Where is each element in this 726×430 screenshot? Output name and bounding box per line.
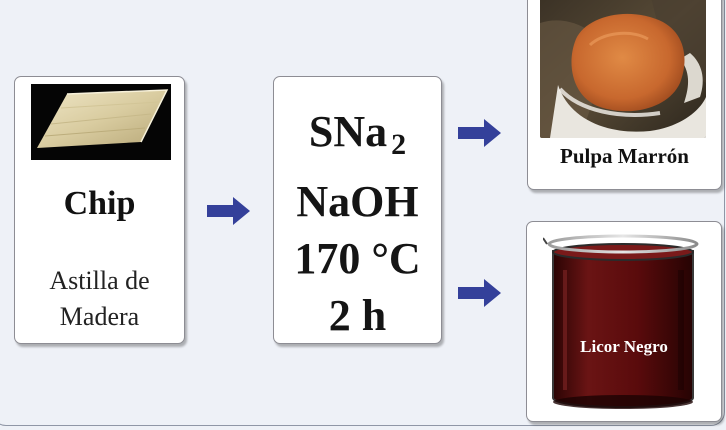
liquor-box: Licor Negro: [526, 221, 722, 422]
right-arrow-icon: [207, 197, 250, 225]
chip-description-line-2: Madera: [59, 302, 140, 331]
time: 2 h: [328, 291, 387, 340]
pulp-label: Pulpa Marrón: [560, 144, 689, 168]
pulp-in-hand-photo: [540, 0, 706, 138]
pulp-box: Pulpa Marrón: [527, 0, 722, 190]
right-arrow-icon: [458, 279, 501, 307]
right-arrow-icon: [458, 119, 501, 147]
chip-description: Astilla de Madera: [15, 263, 184, 335]
chip-box: Chip Astilla de Madera: [14, 76, 185, 344]
beaker-of-black-liquor: [543, 234, 699, 409]
wood-chip-photo: [31, 84, 171, 160]
liquor-label: Licor Negro: [580, 337, 668, 356]
reagent-sodium-hydroxide: NaOH: [296, 177, 419, 226]
reagent-subscript: 2: [391, 128, 407, 161]
temperature: 170 °C: [294, 234, 421, 283]
reagent-sodium-sulfide-text: SNa: [308, 107, 388, 156]
chip-description-line-1: Astilla de: [49, 266, 150, 295]
chip-title: Chip: [63, 185, 136, 222]
